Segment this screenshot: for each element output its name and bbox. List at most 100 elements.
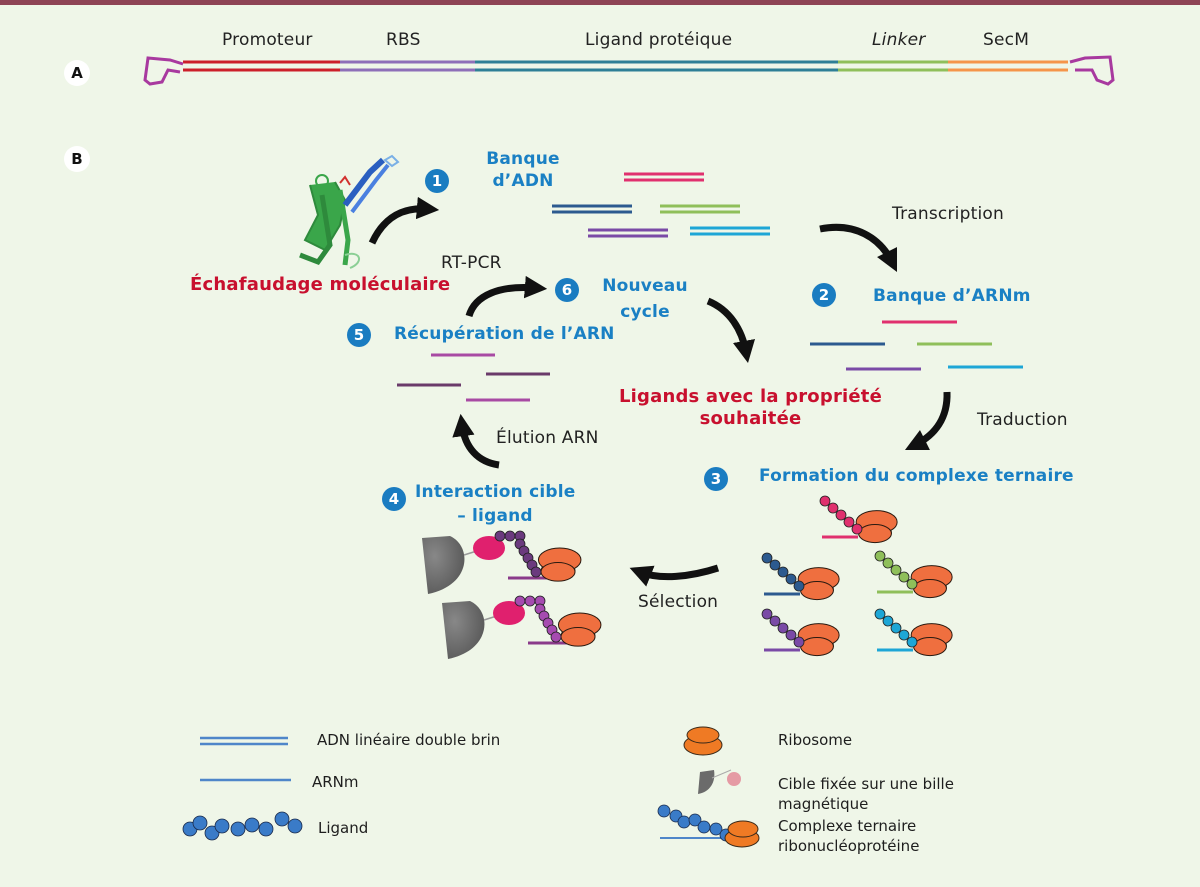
ternary-complex [874,608,953,657]
target-bound-complex [422,530,582,594]
result-label-line-2: souhaitée [699,408,802,429]
ligand-bead [835,509,847,521]
ligand-bead [785,629,797,641]
ternary-complex [819,495,898,544]
step-6-label: Nouveau cycle [600,273,690,325]
ligand-bead [874,608,886,620]
arrow-selection [629,564,720,587]
step-3-label: Formation du complexe ternaire [759,466,1074,486]
ribosome-small-subunit-front [913,637,947,657]
ligand-bead [214,818,230,834]
ligand-bead [244,817,260,833]
magnetic-bead [442,601,485,659]
legend-ribosome-label: Ribosome [778,731,853,749]
ribosome-small-subunit-front [560,626,596,647]
ligand-bead [494,530,506,542]
ligand-bead [819,495,831,507]
ligand-bead [769,559,781,571]
ligand-bead [287,818,303,834]
legend-mrna-label: ARNm [312,773,359,791]
legend-ternary-complex-icon [657,804,760,848]
ligand-bead [514,595,526,607]
step-2-badge: 2 [812,283,836,307]
legend-target-label-line-2: magnétique [778,795,869,813]
ligand-bead [504,530,516,542]
legend-target-label: Cible fixée sur une bille magnétique [778,774,954,814]
step-4-label: Interaction cible – ligand [415,480,575,528]
ligand-bead [890,564,902,576]
step-5-badge: 5 [347,323,371,347]
legend-complex-label: Complexe ternaire ribonucléoprotéine [778,816,919,856]
step-4-label-line-1: Interaction cible [415,482,576,502]
ribosome-small-subunit-front [540,561,576,582]
ligand-bead [761,608,773,620]
step-4-badge: 4 [382,487,406,511]
ligand-bead [851,523,863,535]
dna-construct [183,60,1068,72]
legend-ligand-icon [182,811,303,841]
ligand-bead [524,595,536,607]
step-1-label-line-1: Banque [486,149,560,169]
arrow-traduction [904,391,951,451]
ligand-bead [657,804,671,818]
ligand-bead [882,557,894,569]
ligand-bead [827,502,839,514]
step-1-badge: 1 [425,169,449,193]
segment-label-secm: SecM [983,30,1030,50]
left-end-cap-icon [143,56,184,86]
arrow-rtpcr [465,275,548,318]
target-bound-complexes [422,530,602,659]
ligand-bead [906,578,918,590]
ligand-bead [709,822,723,836]
elution-label: Élution ARN [496,428,599,448]
step-2-label: Banque d’ARNm [873,286,1031,306]
arrow-new-cycle-to-result [706,297,756,364]
panel-b-badge: B [64,146,90,172]
ligand-bead [874,550,886,562]
step-3-badge: 3 [704,467,728,491]
ligand-bead [898,629,910,641]
ternary-complexes [761,495,953,657]
magnetic-bead [422,536,465,594]
legend-double-strand-dna-icon [200,736,288,746]
legend-complex-ribosome-large [727,820,759,838]
traduction-label: Traduction [977,410,1068,430]
legend-complex-label-line-2: ribonucléoprotéine [778,837,920,855]
ligand-bead [230,821,246,837]
step-6-badge: 6 [555,278,579,302]
panel-a-badge: A [64,60,90,86]
ligand-bead [688,813,702,827]
ligand-bead [274,811,290,827]
ligand-bead [882,615,894,627]
step-1-label: Banque d’ADN [478,148,568,192]
ligand-bead [769,615,781,627]
ligand-bead [697,820,711,834]
step-6-label-line-1: Nouveau [602,276,688,296]
scaffold-protein-icon [299,154,400,269]
right-end-cap-icon [1069,55,1115,86]
ribosome-small-subunit-front [800,637,834,657]
step-1-label-line-2: d’ADN [492,171,554,191]
ligand-bead [793,580,805,592]
arrow-transcription [819,223,898,273]
ternary-complex [874,550,953,599]
scaffold-label: Échafaudage moléculaire [190,274,451,295]
result-label: Ligands avec la propriété souhaitée [618,386,883,430]
ribosome-small-subunit-front [858,524,892,544]
legend-ribosome-icon [683,726,723,756]
rtpcr-label: RT-PCR [441,253,502,273]
ligand-bead [843,516,855,528]
ligand-bead [761,552,773,564]
result-label-line-1: Ligands avec la propriété [618,386,883,407]
segment-label-linker: Linker [872,30,926,50]
ternary-complex [761,608,840,657]
segment-label-ligand: Ligand protéique [585,30,733,50]
ligand-bead [906,636,918,648]
legend-target-bead-icon [698,769,741,794]
ligand-bead [677,815,691,829]
legend-target-label-line-1: Cible fixée sur une bille [778,775,954,793]
ligand-bead [777,566,789,578]
selection-label: Sélection [638,592,719,612]
segment-label-rbs: RBS [386,30,421,50]
